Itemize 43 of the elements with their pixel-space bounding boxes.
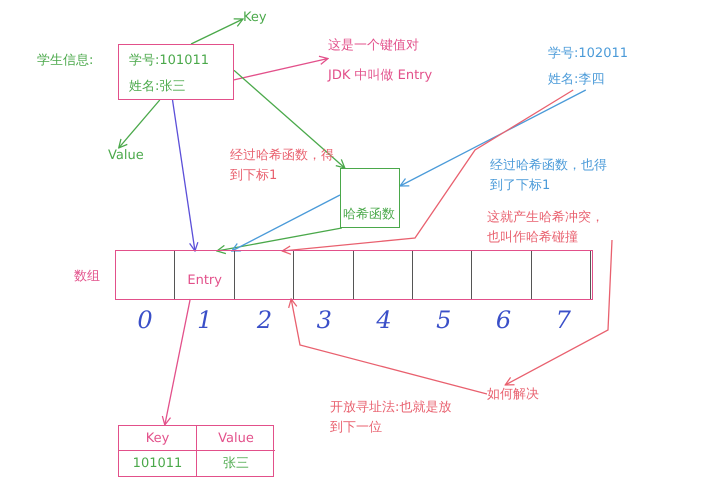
arrow [162,298,191,426]
index-number: 6 [494,306,512,334]
arrow [399,89,586,187]
note-text: 学号:102011 [548,45,628,62]
arrow [234,56,329,80]
note-text: 这就产生哈希冲突，也叫作哈希碰撞 [487,208,612,248]
arrow [190,18,244,45]
note-text: JDK 中叫做 Entry [328,67,432,84]
arrow [282,89,574,255]
note-text: 开放寻址法:也就是放到下一位 [330,398,455,438]
arrow [216,227,342,254]
index-number: 5 [435,306,452,334]
note-text: 这是一个键值对 [328,37,419,54]
array-label: 数组 [74,268,100,285]
note-text: Value [108,148,144,163]
table-header: Key [119,426,197,451]
index-number: 0 [136,306,154,334]
hash-function-box [340,168,400,228]
entry-text: Entry [187,273,222,288]
field-text: 学号:101011 [129,52,210,69]
note-text: Key [243,10,267,25]
arrow [118,100,160,149]
table-header: Value [197,426,275,451]
arrow [288,298,488,395]
index-number: 1 [196,306,214,334]
note-text: 如何解决 [487,385,539,403]
note-text: 姓名:李四 [548,71,604,88]
box-label: 哈希函数 [343,206,395,223]
note-text: 经过哈希函数，也得到了下标1 [490,157,608,195]
index-number: 2 [256,306,274,334]
index-number: 4 [375,306,393,334]
arrow [231,194,340,252]
arrow [234,70,346,169]
arrow [172,100,198,252]
note-text: 经过哈希函数，得到下标1 [230,147,335,185]
caption-text: 学生信息: [37,52,94,69]
field-text: 姓名:张三 [129,78,186,95]
table-cell-value: 101011 [119,451,197,476]
arrow [504,240,613,386]
table-cell-value: 张三 [222,455,250,473]
index-number: 3 [316,306,333,334]
index-number: 7 [554,306,572,334]
key-value-table [118,425,274,477]
